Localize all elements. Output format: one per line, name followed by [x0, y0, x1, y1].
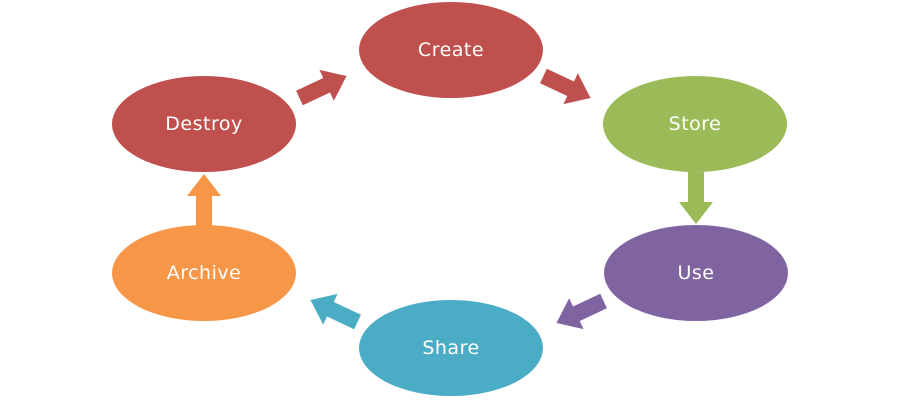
node-destroy-label: Destroy — [165, 113, 242, 135]
arrow-use-to-share — [556, 293, 607, 330]
nodes-layer: Create Store Use Share Archive Destroy — [112, 2, 788, 396]
node-archive: Archive — [112, 225, 296, 321]
node-create-shape — [359, 2, 543, 98]
node-create-label: Create — [418, 39, 484, 61]
node-share-shape — [359, 300, 543, 396]
node-archive-label: Archive — [167, 262, 242, 284]
node-use-label: Use — [678, 262, 715, 284]
node-destroy: Destroy — [112, 76, 296, 172]
node-share: Share — [359, 300, 543, 396]
arrow-share-to-archive — [310, 293, 361, 330]
node-use: Use — [604, 225, 788, 321]
node-use-shape — [604, 225, 788, 321]
node-store-shape — [603, 76, 787, 172]
arrow-create-to-store — [540, 68, 591, 105]
arrow-store-to-use — [679, 172, 713, 224]
node-share-label: Share — [422, 337, 479, 359]
node-store-label: Store — [669, 113, 722, 135]
arrow-destroy-to-create — [296, 69, 347, 106]
node-store: Store — [603, 76, 787, 172]
arrow-archive-to-destroy — [187, 174, 221, 226]
node-archive-shape — [112, 225, 296, 321]
node-create: Create — [359, 2, 543, 98]
arrows-layer — [187, 68, 713, 330]
node-destroy-shape — [112, 76, 296, 172]
